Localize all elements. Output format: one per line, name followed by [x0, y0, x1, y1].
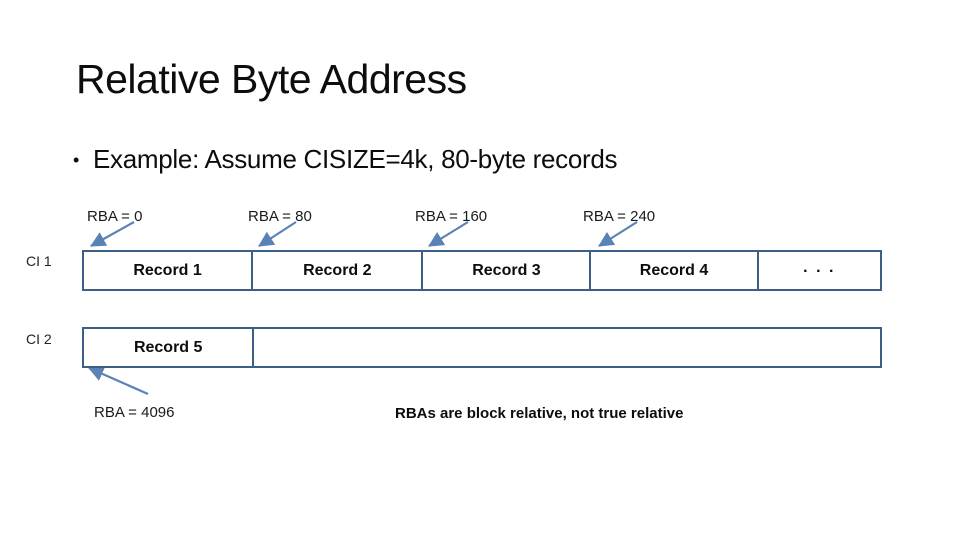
- arrow-rba-80: [258, 221, 297, 247]
- arrow-rba-240: [598, 221, 638, 247]
- record-cell: Record 5: [84, 329, 255, 366]
- record-cell: Record 2: [253, 252, 424, 289]
- arrow-rba-0: [90, 221, 135, 247]
- ci1-label: CI 1: [26, 253, 52, 269]
- empty-cell: [254, 329, 880, 366]
- page-title: Relative Byte Address: [76, 56, 467, 102]
- rba-label-4096: RBA = 4096: [94, 404, 175, 421]
- rba-label-160: RBA = 160: [415, 208, 488, 225]
- arrow-rba-4096: [87, 366, 149, 396]
- rba-label-80: RBA = 80: [248, 208, 312, 225]
- ci2-row: Record 5: [82, 327, 882, 368]
- ci2-label: CI 2: [26, 331, 52, 347]
- bullet-icon: •: [73, 149, 80, 170]
- record-cell: Record 1: [84, 252, 254, 289]
- rba-label-240: RBA = 240: [583, 208, 656, 225]
- arrow-rba-160: [428, 221, 469, 247]
- bullet-text: Example: Assume CISIZE=4k, 80-byte recor…: [93, 144, 618, 174]
- record-cell: Record 4: [591, 252, 759, 289]
- rba-label-0: RBA = 0: [87, 208, 143, 225]
- ellipsis-cell: . . .: [803, 258, 836, 276]
- footnote-text: RBAs are block relative, not true relati…: [395, 405, 684, 422]
- ci1-row: Record 1 Record 2 Record 3 Record 4 . . …: [82, 250, 882, 291]
- record-cell: Record 3: [423, 252, 592, 289]
- bullet-item: • Example: Assume CISIZE=4k, 80-byte rec…: [73, 144, 618, 175]
